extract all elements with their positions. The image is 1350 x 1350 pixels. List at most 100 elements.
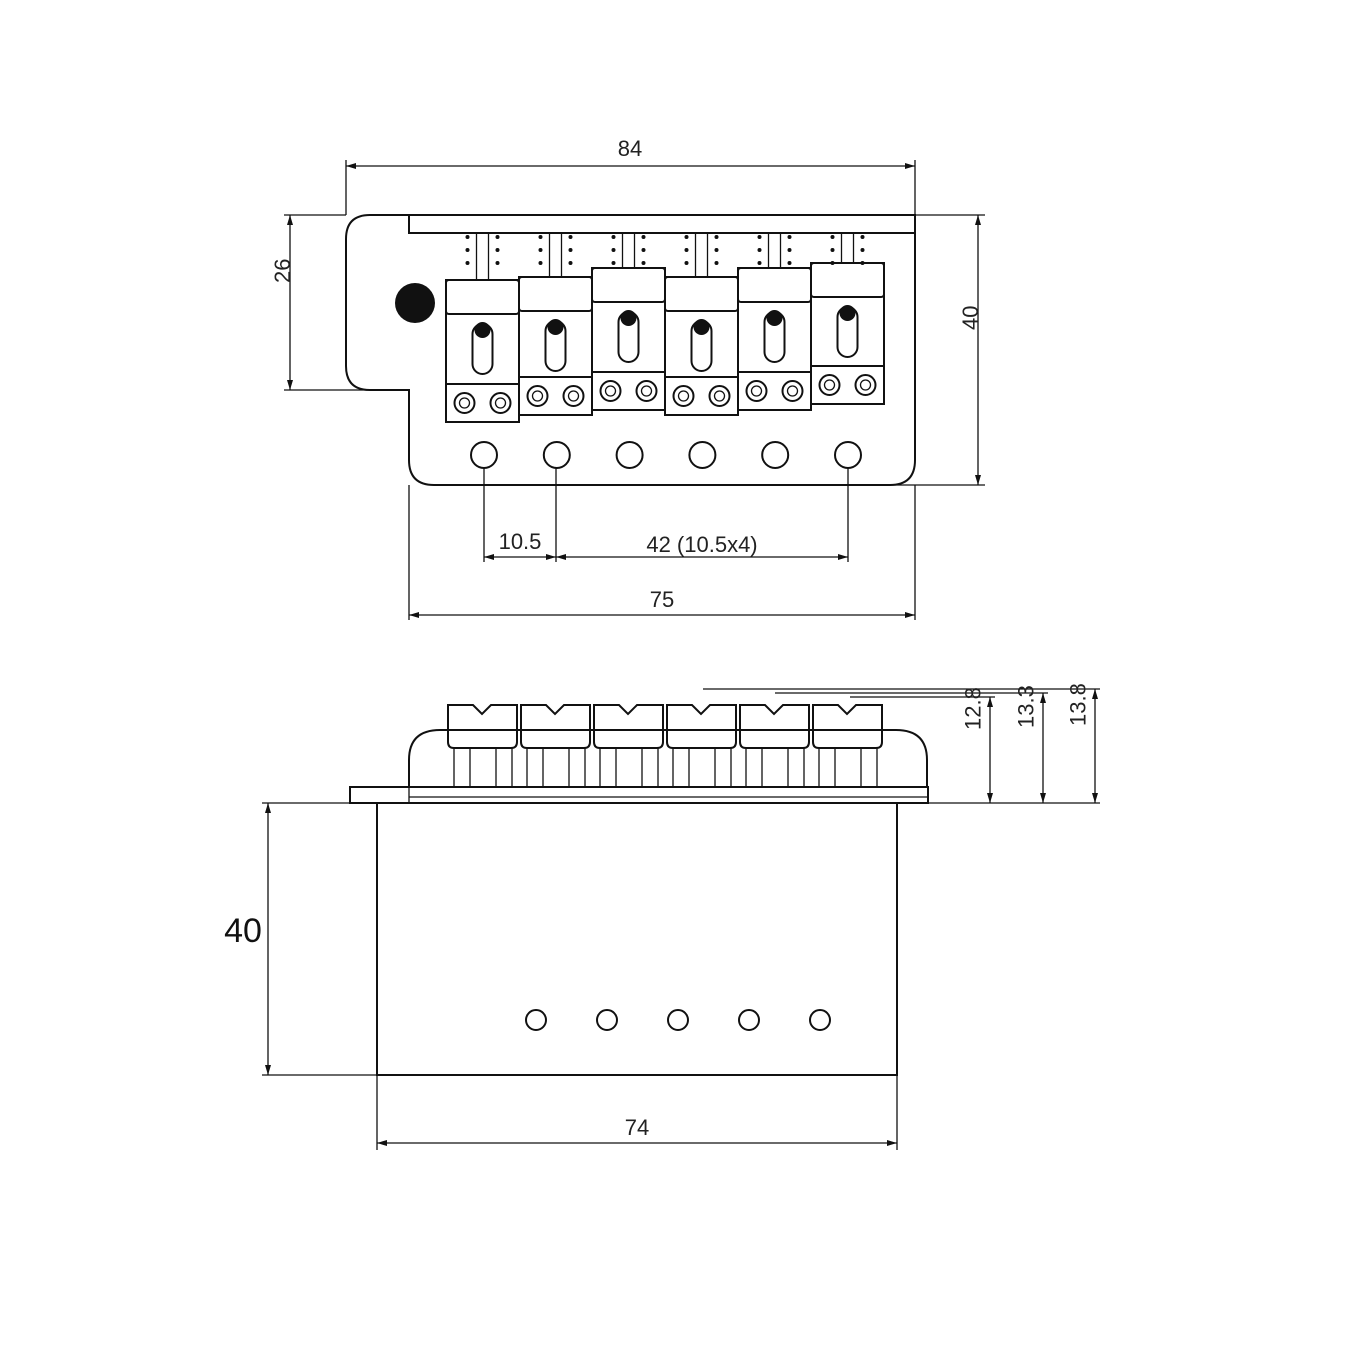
string-hole [615,441,644,469]
block-hole [596,1009,618,1031]
height-screw-icon [708,385,731,407]
saddle-head [810,262,885,298]
spring-dot [611,235,616,239]
block-hole [525,1009,547,1031]
spring-dot [684,235,689,239]
baseplate-front-strip [408,214,916,234]
height-screw-hex [750,385,763,397]
saddle [737,233,812,411]
saddle-head [664,276,739,312]
saddle-side [666,704,737,788]
string-holes [470,441,862,469]
dim-label-13-3: 13.3 [1014,685,1039,728]
saddle-side [593,704,664,788]
height-screw-icon [489,392,512,414]
saddle-body [810,262,885,405]
dim-label-26: 26 [270,259,295,283]
height-screw-icon [745,380,768,402]
spring-dot [568,248,573,252]
block-hole [738,1009,760,1031]
saddle-block-side [447,704,518,749]
mounting-screw [395,283,435,323]
spring-dot [495,261,500,265]
spring-dot [787,248,792,252]
spring-dot [684,261,689,265]
spring-dot [714,261,719,265]
spring-dot [641,248,646,252]
string-hole [542,441,571,469]
spring-dot [757,248,762,252]
spring-dot [465,261,470,265]
spring-dot [538,248,543,252]
string-ball [547,319,564,335]
saddle [518,233,593,416]
saddle-head [737,267,812,303]
height-screw-side [787,747,805,788]
sustain-block [376,802,898,1076]
height-screw-side [526,747,544,788]
spring-dot [538,235,543,239]
saddle-block-side [812,704,883,749]
spring-dot [757,261,762,265]
height-screw-icon [781,380,804,402]
spring-dot [830,235,835,239]
string-hole [688,441,717,469]
height-screw-hex [823,379,836,391]
saddle [810,233,885,405]
height-screw-icon [599,380,622,402]
string-hole [834,441,862,469]
height-screw-side [641,747,659,788]
saddle-body [518,276,593,416]
saddle-body [591,267,666,411]
saddle [591,233,666,411]
height-screw-hex [494,397,507,409]
height-screw-side [568,747,586,788]
spring-dot [495,248,500,252]
height-screw-side [599,747,617,788]
saddle-block-side [593,704,664,749]
height-screw-hex [567,390,580,402]
height-screw-icon [562,385,585,407]
block-holes [525,1009,831,1031]
spring-dot [714,235,719,239]
spring-dot [465,248,470,252]
height-screw-icon [453,392,476,414]
spring-dot [641,261,646,265]
spring-dot [465,235,470,239]
saddle [445,233,520,423]
saddles-side [447,704,883,788]
dim-label-12-8: 12.8 [961,687,986,730]
height-screw-hex [640,385,653,397]
spring-dot [611,261,616,265]
dim-label-10-5: 10.5 [499,529,542,554]
height-screw-hex [786,385,799,397]
string-hole [470,441,498,469]
saddle-body [664,276,739,416]
dim-label-74: 74 [625,1115,649,1140]
height-screw-side [672,747,690,788]
side-baseplate [349,786,929,804]
saddle-block-side [666,704,737,749]
spring-dot [495,235,500,239]
saddle-body [737,267,812,411]
dim-label-84: 84 [618,136,642,161]
string-ball [620,310,637,326]
dim-label-75: 75 [650,587,674,612]
height-screw-hex [604,385,617,397]
height-screw-icon [672,385,695,407]
spring-dot [568,235,573,239]
spring-dot [787,261,792,265]
spring-dot [860,248,865,252]
saddle-side [812,704,883,788]
string-ball [839,305,856,321]
saddle-head [518,276,593,312]
spring-dot [568,261,573,265]
dim-label-42: 42 (10.5x4) [646,532,757,557]
height-screw-hex [713,390,726,402]
spring-dot [538,261,543,265]
dim-label-13-8: 13.8 [1066,683,1091,726]
saddle-head [445,279,520,315]
baseplate-outline [345,214,916,486]
saddle-body [445,279,520,423]
